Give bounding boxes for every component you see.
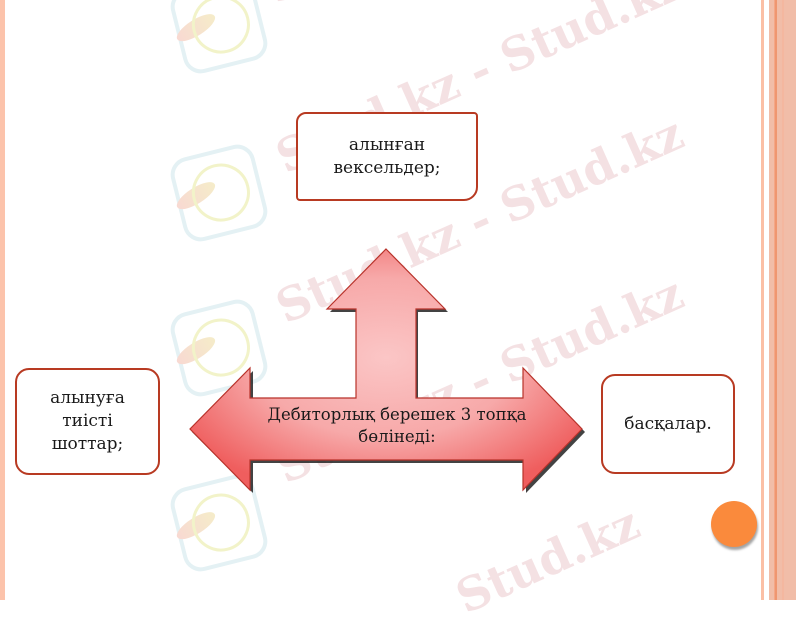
arrow-center-label: Дебиторлық берешек 3 топқа бөлінеді:	[267, 405, 527, 446]
box-left-accounts-receivable: алынуға тиісті шоттар;	[15, 368, 160, 475]
box-top-received-bills: алынған вексельдер;	[296, 112, 478, 201]
box-left-text: алынуға тиісті шоттар;	[50, 388, 125, 454]
left-border-stripe	[0, 0, 5, 600]
box-top-text: алынған вексельдер;	[333, 134, 441, 178]
box-right-others: басқалар.	[601, 374, 735, 474]
orange-circle-icon	[711, 501, 757, 547]
box-right-text: басқалар.	[624, 413, 712, 434]
three-way-arrow	[189, 248, 585, 493]
